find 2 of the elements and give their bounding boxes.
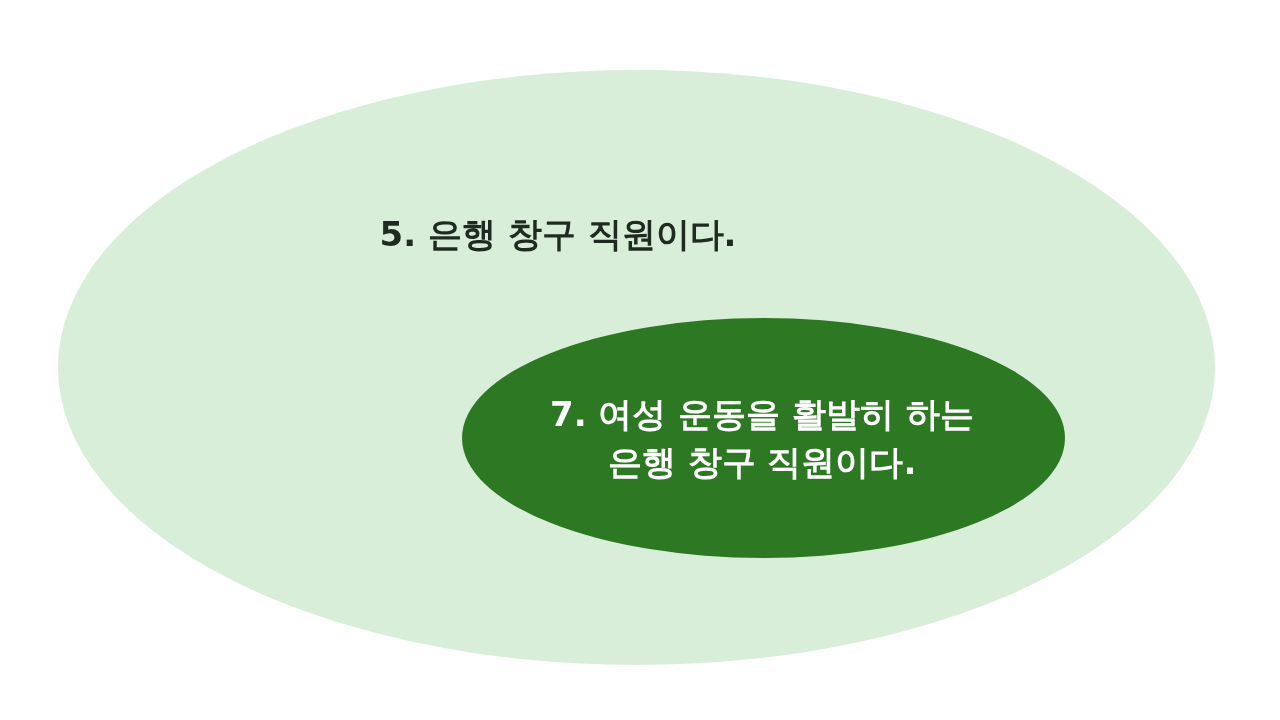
ellipse-label: 5. 은행 창구 직원이다. — [378, 213, 738, 256]
ellipse-label: 7. 여성 운동을 활발히 하는 은행 창구 직원이다. — [549, 393, 975, 484]
